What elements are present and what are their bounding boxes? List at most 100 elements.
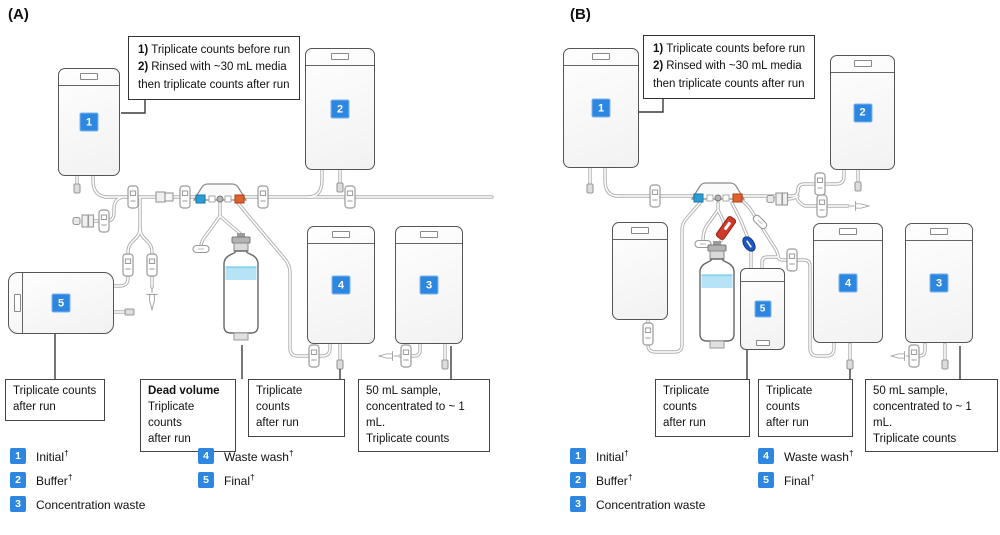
- legend-badge: 5: [198, 472, 214, 488]
- legend-item-concentration-waste: 3 Concentration waste: [570, 496, 705, 512]
- tube-cap-icon: [124, 308, 135, 316]
- legend-label: Concentration waste: [36, 498, 146, 512]
- procedure-note-box: 1)Triplicate counts before run 2)Rinsed …: [128, 36, 301, 100]
- legend-item-concentration-waste: 3 Concentration waste: [10, 496, 145, 512]
- bag-seam: [741, 281, 784, 282]
- legend-badge: 4: [198, 448, 214, 464]
- tubing-lines: [76, 165, 493, 361]
- spike-icon: [145, 287, 159, 311]
- pinch-clamp-icon: [146, 253, 158, 277]
- tube-cap-icon: [846, 359, 854, 370]
- dagger-mark: †: [810, 472, 815, 482]
- bag-hanger-slot: [930, 228, 948, 235]
- pinch-clamp-icon: [400, 344, 412, 368]
- dagger-mark: †: [288, 448, 294, 458]
- callout-final-bag: Triplicate counts after run: [5, 379, 105, 421]
- red-clamp-icon: [714, 215, 738, 241]
- legend-label: Final: [224, 474, 251, 488]
- pinch-clamp-icon: [308, 344, 320, 368]
- legend-badge: 2: [10, 472, 26, 488]
- note-item-number: 1): [138, 44, 149, 56]
- bag-buffer: 2: [830, 55, 895, 170]
- bag-hanger-slot: [331, 53, 349, 60]
- pinch-clamp-icon: [642, 322, 654, 346]
- panel-a-label: (A): [8, 6, 29, 23]
- spike-icon: [378, 350, 399, 362]
- bag-seam: [831, 72, 894, 73]
- bag-number-badge: 2: [330, 99, 350, 119]
- blue-roller-valve-icon: [739, 233, 759, 255]
- callout-dead-volume: Dead volume Triplicate counts after run: [140, 379, 236, 453]
- bag-number-badge: 3: [929, 273, 949, 293]
- bag-hanger-slot: [631, 227, 649, 234]
- bag-hanger-slot: [839, 228, 857, 235]
- callout-sample: 50 mL sample, concentrated to ~ 1 mL. Tr…: [865, 379, 998, 453]
- tube-cap-icon: [441, 359, 449, 370]
- bag-hanger-slot: [420, 231, 438, 238]
- legend-label: Waste wash: [784, 450, 849, 464]
- manifold-icon: [193, 183, 247, 204]
- pinch-clamp-icon: [908, 344, 920, 368]
- dagger-mark: †: [64, 448, 69, 458]
- dagger-mark: †: [848, 448, 854, 458]
- sample-bottle: [223, 232, 259, 341]
- legend-item-buffer: 2 Buffer†: [10, 472, 73, 488]
- legend-badge: 1: [570, 448, 586, 464]
- legend-label: Initial: [36, 450, 65, 464]
- bag-seam: [613, 239, 667, 240]
- legend-badge: 5: [758, 472, 774, 488]
- vent-filter-icon: [192, 244, 210, 254]
- bag-unlabeled: [612, 222, 668, 320]
- bag-number-badge: 5: [754, 300, 771, 318]
- pinch-clamp-icon: [257, 185, 269, 209]
- bag-buffer: 2: [305, 48, 375, 170]
- manifold-icon: [691, 182, 745, 203]
- note-text: Triplicate counts before run: [151, 44, 291, 56]
- bag-hanger-slot: [80, 73, 98, 80]
- legend-label: Buffer: [596, 474, 628, 488]
- tube-cap-icon: [73, 183, 81, 194]
- tube-cap-icon: [854, 181, 862, 192]
- note-text: then triplicate counts after run: [653, 77, 805, 90]
- pinch-clamp-icon: [127, 185, 139, 209]
- callout-leader-lines: [54, 92, 452, 379]
- legend-label: Final: [784, 474, 811, 488]
- dagger-mark: †: [67, 472, 73, 482]
- legend-label: Waste wash: [224, 450, 289, 464]
- pinch-clamp-icon: [816, 194, 828, 218]
- tube-cap-icon: [586, 183, 594, 194]
- note-text: Rinsed with ~30 mL media: [666, 60, 802, 73]
- legend-badge: 3: [570, 496, 586, 512]
- bag-hanger-slot: [332, 231, 350, 238]
- legend-badge: 2: [570, 472, 586, 488]
- bag-number-badge: 5: [51, 293, 71, 313]
- bag-seam: [22, 273, 23, 333]
- callout-final-bag: Triplicate counts after run: [655, 379, 750, 437]
- bag-hanger-slot: [853, 60, 872, 67]
- pinch-clamp-icon: [786, 248, 798, 272]
- bag-hanger-slot: [755, 340, 770, 346]
- bag-final: 5: [740, 268, 785, 350]
- dagger-mark: †: [627, 472, 633, 482]
- pinch-clamp-icon: [179, 185, 191, 209]
- bag-number-badge: 3: [419, 275, 439, 295]
- panel-a: (A): [5, 6, 494, 512]
- panel-b-label: (B): [570, 6, 591, 23]
- legend-label: Buffer: [36, 474, 68, 488]
- bag-waste-wash: 4: [813, 223, 883, 343]
- legend-item-waste-wash: 4 Waste wash†: [198, 448, 294, 464]
- bag-concentration-waste: 3: [905, 223, 973, 343]
- bag-seam: [906, 240, 972, 241]
- legend-item-buffer: 2 Buffer†: [570, 472, 633, 488]
- legend-badge: 1: [10, 448, 26, 464]
- legend-item-final: 5 Final†: [198, 472, 255, 488]
- line-plug-icon: [72, 214, 95, 228]
- pinch-clamp-icon: [814, 172, 826, 196]
- bag-number-badge: 4: [331, 275, 351, 295]
- callout-sample: 50 mL sample, concentrated to ~ 1 mL. Tr…: [358, 379, 490, 453]
- bag-hanger-slot: [14, 294, 21, 312]
- bag-initial: 1: [58, 68, 120, 176]
- callout-waste-wash: Triplicate counts after run: [758, 379, 853, 437]
- note-item-number: 1): [653, 43, 664, 55]
